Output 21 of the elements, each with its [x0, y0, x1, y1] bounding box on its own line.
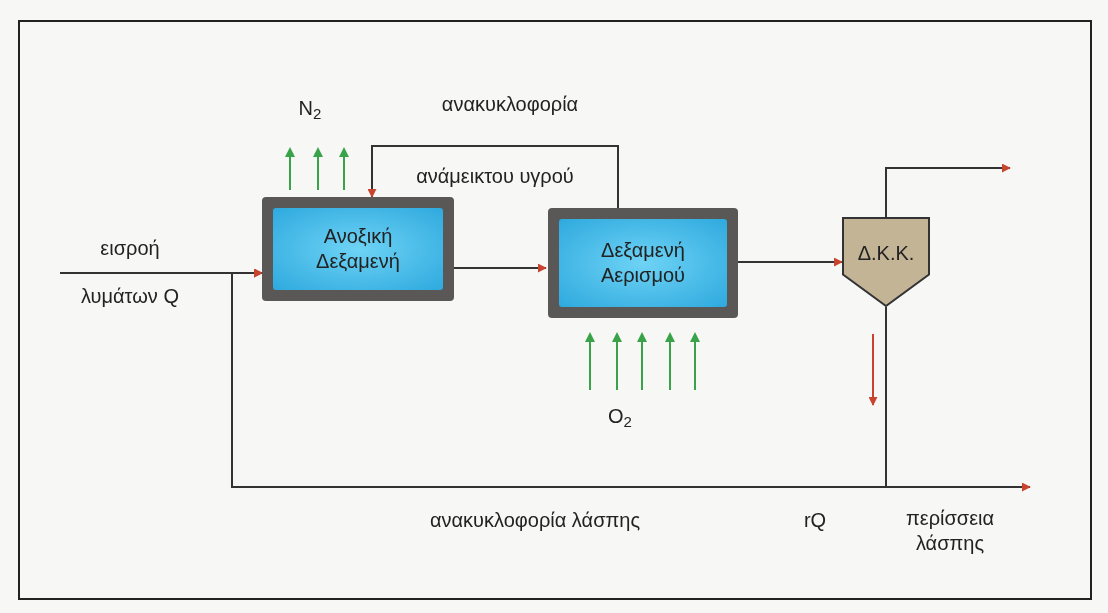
tank-box — [548, 208, 738, 318]
tank-box — [262, 197, 454, 301]
flow-line — [367, 145, 619, 209]
flow-line — [737, 257, 843, 267]
flow-line — [885, 306, 1031, 492]
flow-label: ανακυκλοφορία — [440, 92, 580, 117]
tank-label: Δεξαμενή Αερισμού — [600, 238, 686, 288]
flow-line — [231, 268, 887, 488]
tank-label: Δ.Κ.Κ. — [856, 241, 916, 266]
flow-label: περίσσεια λάσπης — [904, 506, 996, 556]
flow-label: λυμάτων Q — [80, 284, 180, 309]
flow-label: rQ — [802, 508, 828, 533]
flow-label: εισροή — [99, 236, 161, 261]
flow-label: ανακυκλοφορία λάσπης — [428, 508, 642, 533]
flow-line — [885, 163, 1011, 218]
flow-label: O$_{2}$ — [607, 404, 633, 429]
flow-line — [453, 263, 547, 273]
flow-label: N$_{2}$ — [297, 96, 323, 121]
clarifier-tank — [842, 217, 930, 307]
tank-label: Ανοξική Δεξαμενή — [315, 224, 401, 274]
flow-label: ανάμεικτου υγρού — [415, 164, 575, 189]
